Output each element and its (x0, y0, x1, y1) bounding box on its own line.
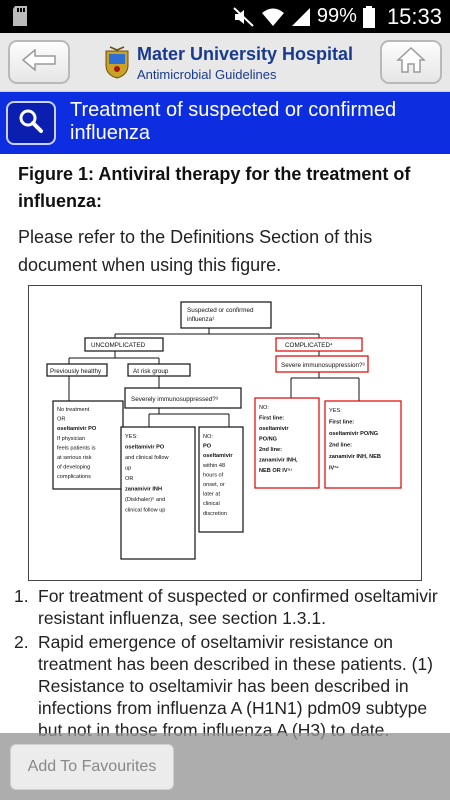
footnote-item: 2. Rapid emergence of oseltamivir resist… (14, 631, 448, 741)
flow-complicated-yes-line: zanamivir INH, NEB (329, 454, 381, 460)
antiviral-flowchart: Suspected or confirmed influenza¹ UNCOMP… (28, 285, 422, 581)
flow-complicated-no-line: NEB OR IV⁵ʴ (259, 468, 292, 474)
sd-card-icon (10, 5, 30, 27)
flow-yes-box-line: clinical follow up (125, 508, 165, 514)
flow-healthy-box-line: oseltamivir PO (57, 426, 97, 432)
search-button[interactable] (6, 101, 56, 145)
figure-heading: Figure 1: Antiviral therapy for the trea… (18, 164, 411, 211)
bottom-action-bar: Add To Favourites (0, 733, 450, 800)
mute-icon (233, 6, 255, 27)
search-icon (18, 108, 44, 139)
app-header: Mater University Hospital Antimicrobial … (0, 33, 450, 92)
flow-severely-immuno: Severely immunosuppressed?³ (131, 396, 218, 403)
home-button[interactable] (380, 40, 442, 84)
flow-yes-box-line: (Diskhaler)⁵ and (125, 496, 165, 503)
status-bar: 99% 15:33 (0, 0, 450, 33)
arrow-left-icon (21, 47, 56, 76)
page-title: Treatment of suspected or confirmed infl… (70, 99, 397, 144)
flow-healthy-box-line: complications (57, 474, 91, 480)
flow-no-box-line: PO (203, 444, 212, 450)
battery-icon (362, 5, 375, 28)
flow-at-risk: At risk group (133, 368, 169, 375)
flow-no-box-line: later at (203, 492, 221, 498)
flow-complicated-yes-line: IV⁵ʴ (329, 466, 339, 472)
footnote-item: 1. For treatment of suspected or confirm… (14, 585, 448, 629)
flow-yes-box-line: YES: (125, 434, 138, 440)
footnote-text: For treatment of suspected or confirmed … (38, 586, 438, 628)
flow-no-box-line: clinical (203, 501, 220, 507)
flow-no-box-line: discretion (203, 511, 227, 517)
flow-healthy-box-line: If physician (57, 436, 85, 442)
flow-complicated: COMPLICATED⁴ (285, 342, 333, 349)
flow-yes-box-line: OR (125, 476, 133, 482)
flow-healthy-box-line: of developing (57, 465, 90, 471)
flow-no-box-line: onset, or (203, 482, 225, 488)
clock: 15:33 (386, 3, 442, 29)
add-to-favourites-button[interactable]: Add To Favourites (10, 744, 174, 790)
flow-complicated-no-line: First line: (259, 416, 284, 422)
flow-complicated-no-line: oseltamivir (259, 426, 289, 432)
flow-complicated-yes-line: 2nd line: (329, 443, 352, 449)
flow-no-box-line: NO: (203, 434, 213, 440)
flow-top-line1: Suspected or confirmed (187, 307, 254, 314)
flow-complicated-yes-line: First line: (329, 420, 354, 426)
flow-yes-box-line: oseltamivir PO (125, 445, 165, 451)
flow-previously-healthy: Previously healthy (50, 368, 102, 375)
flow-complicated-no-line: PO/NG (259, 437, 277, 443)
flow-uncomplicated: UNCOMPLICATED (91, 342, 146, 349)
figure-intro: Please refer to the Definitions Section … (18, 227, 373, 275)
content-area[interactable]: Figure 1: Antiviral therapy for the trea… (0, 155, 450, 800)
flow-severe-immuno-right: Severe immunosuppression?³ (281, 362, 365, 369)
flow-no-box-line: hours of (203, 472, 224, 478)
back-button[interactable] (8, 40, 70, 84)
footnotes-list: 1. For treatment of suspected or confirm… (14, 585, 448, 743)
flow-complicated-no-line: 2nd line: (259, 447, 282, 453)
flow-yes-box-line: and clinical follow (125, 455, 169, 461)
flow-yes-box-line: up (125, 466, 131, 472)
hospital-name: Mater University Hospital (137, 44, 354, 64)
flow-no-box-line: within 48 (202, 463, 225, 469)
flow-healthy-box-line: feels patients is (57, 445, 96, 451)
footnote-number: 1. (14, 586, 29, 606)
flow-complicated-yes-line: YES: (329, 408, 342, 414)
battery-percent: 99% (316, 5, 357, 27)
home-icon (396, 46, 426, 79)
flow-top-line2: influenza¹ (187, 316, 214, 323)
footnote-text: Rapid emergence of oseltamivir resistanc… (38, 632, 433, 740)
flow-complicated-yes-line: oseltamivir PO/NG (329, 431, 378, 437)
flow-complicated-no-line: zanamivir INH, (259, 458, 298, 464)
flow-yes-box-line: zanamivir INH (125, 487, 162, 493)
flow-healthy-box-line: at serious risk (57, 455, 92, 461)
app-subtitle: Antimicrobial Guidelines (137, 67, 277, 82)
footnote-number: 2. (14, 632, 29, 652)
signal-icon (291, 7, 311, 27)
flow-no-box-line: oseltamivir (203, 453, 233, 459)
hospital-crest-icon (104, 45, 130, 79)
flow-complicated-no-line: NO: (259, 405, 269, 411)
section-title-bar: Treatment of suspected or confirmed infl… (0, 92, 450, 154)
flow-healthy-box-line: No treatment (57, 407, 90, 413)
brand: Mater University Hospital Antimicrobial … (104, 41, 354, 85)
wifi-icon (261, 7, 285, 27)
flow-healthy-box-line: OR (57, 417, 65, 423)
